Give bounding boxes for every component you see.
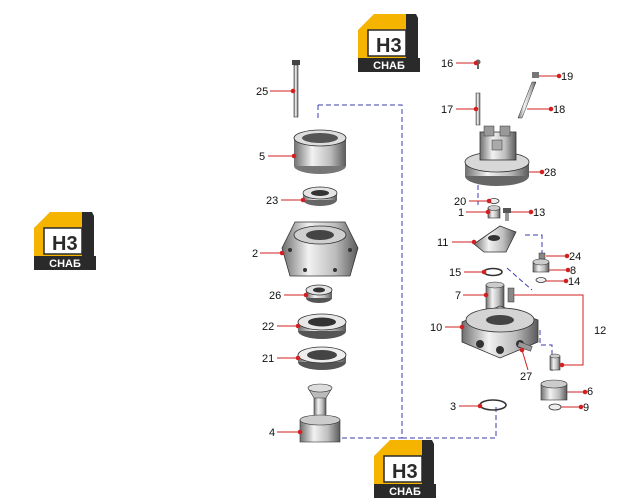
leader-dot-22 xyxy=(295,323,301,329)
part-label-11: 11 xyxy=(437,237,448,249)
svg-text:CHAБ: CHAБ xyxy=(389,486,421,498)
part-19-cap xyxy=(532,72,539,78)
part-7-sun-gear xyxy=(485,281,515,310)
part-label-27: 27 xyxy=(520,371,532,383)
leader-lines xyxy=(260,60,588,435)
part-14-washer xyxy=(535,277,547,283)
part-label-10: 10 xyxy=(430,322,442,334)
leader-dot-26 xyxy=(303,292,309,298)
leader-dot-14 xyxy=(563,278,569,284)
part-label-12: 12 xyxy=(594,325,606,337)
part-label-22: 22 xyxy=(262,321,274,333)
part-label-1: 1 xyxy=(458,207,464,219)
leader-dot-28 xyxy=(539,169,545,175)
leader-dot-15 xyxy=(481,269,487,275)
part-11-plate xyxy=(473,225,517,253)
part-26-bearing xyxy=(305,284,333,303)
leader-dot-17 xyxy=(473,106,479,112)
leader-dot-20 xyxy=(486,198,492,204)
svg-text:H3: H3 xyxy=(392,461,418,483)
part-label-20: 20 xyxy=(454,196,466,208)
leader-dot-18 xyxy=(548,106,554,112)
leader-dot-3 xyxy=(477,403,483,409)
leader-dot-5 xyxy=(291,153,297,159)
part-5-ring xyxy=(293,129,347,174)
part-27-pin xyxy=(517,341,533,352)
logo-watermark-left: H3 CHAБ xyxy=(33,211,97,271)
logo-watermark-bottom: H3 CHAБ xyxy=(373,439,437,499)
part-8-planet-gear xyxy=(532,258,550,273)
part-label-14: 14 xyxy=(568,276,580,288)
part-label-23: 23 xyxy=(266,195,278,207)
part-label-13: 13 xyxy=(533,207,545,219)
part-label-17: 17 xyxy=(441,104,453,116)
part-3-ring xyxy=(479,399,507,411)
part-label-21: 21 xyxy=(262,353,274,365)
part-label-26: 26 xyxy=(269,290,281,302)
part-label-18: 18 xyxy=(553,104,565,116)
leader-dot-13 xyxy=(528,209,534,215)
part-1-gear xyxy=(487,205,501,219)
leader-dot-1 xyxy=(485,209,491,215)
leader-dot-6 xyxy=(582,389,588,395)
part-18-screw xyxy=(517,81,537,119)
part-23-bearing xyxy=(302,186,338,206)
part-label-2: 2 xyxy=(252,248,258,260)
part-label-4: 4 xyxy=(269,427,275,439)
svg-text:CHAБ: CHAБ xyxy=(49,258,81,270)
part-label-6: 6 xyxy=(587,386,593,398)
leader-dot-16 xyxy=(473,60,479,66)
part-label-5: 5 xyxy=(259,151,265,163)
part-4-shaft xyxy=(299,383,341,443)
part-label-28: 28 xyxy=(544,167,556,179)
part-label-9: 9 xyxy=(583,402,589,414)
part-label-16: 16 xyxy=(441,58,453,70)
part-10-carrier xyxy=(461,305,539,359)
leader-dot-25 xyxy=(290,88,296,94)
leader-line-12 xyxy=(514,294,584,366)
part-label-24: 24 xyxy=(569,251,581,263)
leader-dot-12 xyxy=(559,362,565,368)
part-label-15: 15 xyxy=(449,267,461,279)
leader-dot-23 xyxy=(300,197,306,203)
leader-dot-2 xyxy=(279,250,285,256)
part-25-bolt xyxy=(292,60,300,118)
part-13-bolt xyxy=(503,208,511,221)
part-label-8: 8 xyxy=(570,265,576,277)
svg-text:CHAБ: CHAБ xyxy=(373,60,405,72)
leader-dot-27 xyxy=(519,347,525,353)
part-label-3: 3 xyxy=(450,401,456,413)
part-label-25: 25 xyxy=(256,86,268,98)
part-12-bushing xyxy=(549,353,561,371)
part-24-pin xyxy=(538,252,546,260)
part-label-19: 19 xyxy=(561,71,573,83)
part-21-seal xyxy=(297,346,347,370)
part-22-bearing xyxy=(297,313,347,339)
leader-dot-9 xyxy=(578,404,584,410)
leader-line-27 xyxy=(521,349,529,371)
part-28-valve-block xyxy=(464,125,530,186)
leader-dot-11 xyxy=(471,239,477,245)
leader-dot-21 xyxy=(295,355,301,361)
leader-dot-4 xyxy=(297,429,303,435)
leader-dot-24 xyxy=(564,253,570,259)
leader-dot-7 xyxy=(483,292,489,298)
part-2-housing xyxy=(281,221,359,277)
leader-dot-19 xyxy=(556,73,562,79)
part-9-washer xyxy=(548,403,562,411)
part-15-ring xyxy=(483,267,503,277)
svg-text:H3: H3 xyxy=(52,233,78,255)
part-label-7: 7 xyxy=(455,290,461,302)
logo-watermark-top: H3 CHAБ xyxy=(357,13,421,73)
svg-text:H3: H3 xyxy=(376,35,402,57)
leader-dot-10 xyxy=(459,324,465,330)
part-6-gear xyxy=(540,379,568,401)
leader-dot-8 xyxy=(565,267,571,273)
